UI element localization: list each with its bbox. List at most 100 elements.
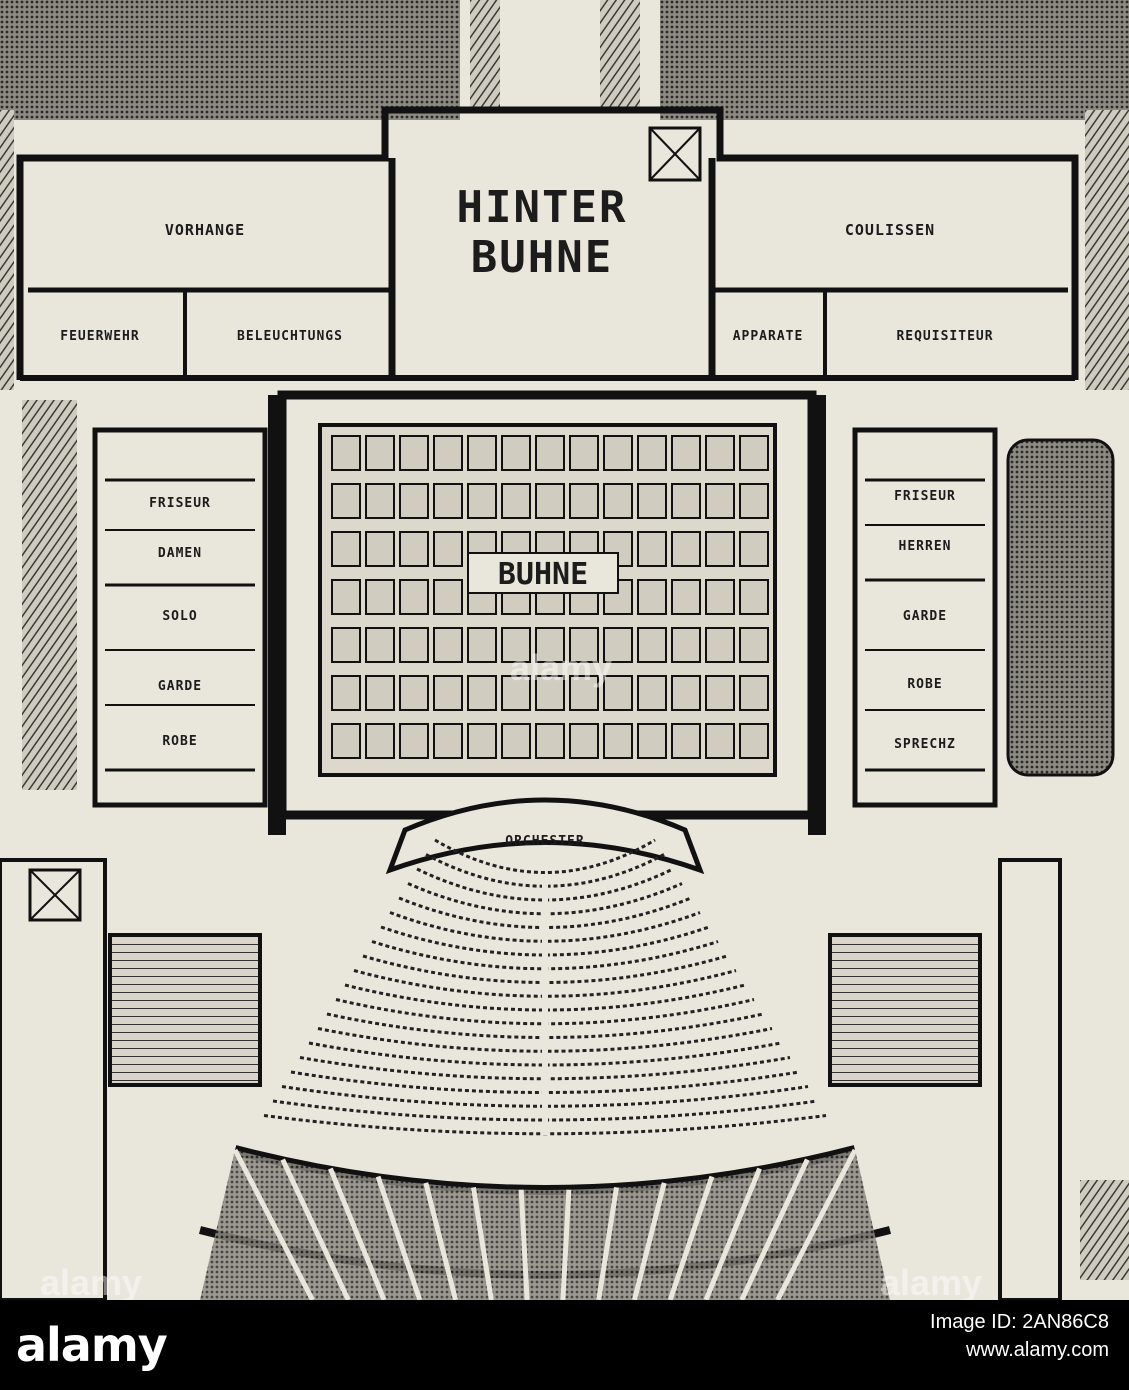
feuerwehr-label: FEUERWEHR bbox=[60, 329, 139, 344]
stage-trap-cell bbox=[705, 531, 735, 567]
loge-divider bbox=[560, 1189, 572, 1300]
loge-ring bbox=[198, 1145, 892, 1300]
seat-row bbox=[281, 1085, 809, 1108]
watermark-text: alamy bbox=[40, 1262, 142, 1300]
hinterbuhne-lift bbox=[648, 126, 702, 182]
left-stair-hall bbox=[108, 933, 262, 1087]
stage-trap-cell bbox=[705, 435, 735, 471]
stage-trap-cell bbox=[535, 483, 565, 519]
stage-trap-cell bbox=[569, 483, 599, 519]
stage-trap-cell bbox=[467, 435, 497, 471]
footer-bar: alamy Image ID: 2AN86C8 www.alamy.com bbox=[0, 1300, 1129, 1390]
orchestra-pit: ORCHESTER bbox=[385, 797, 705, 875]
stage-trap-cell bbox=[365, 483, 395, 519]
stage-trap-cell bbox=[569, 723, 599, 759]
stage-trap-cell bbox=[671, 579, 701, 615]
stage-trap-cell bbox=[535, 675, 565, 711]
stage-trap-cell bbox=[331, 723, 361, 759]
coulissen-label: COULISSEN bbox=[845, 221, 935, 239]
buhne-label: BUHNE bbox=[498, 557, 588, 592]
stage-trap-cell bbox=[399, 627, 429, 663]
stage-trap-cell bbox=[433, 531, 463, 567]
stage-trap-cell bbox=[467, 723, 497, 759]
seat-row bbox=[353, 969, 737, 998]
stage-trap-cell bbox=[603, 675, 633, 711]
stage-trap-cell bbox=[365, 435, 395, 471]
stage-trap-cell bbox=[637, 483, 667, 519]
stage-trap-cell bbox=[399, 531, 429, 567]
image-id: Image ID: 2AN86C8 bbox=[930, 1311, 1109, 1333]
left-dressing-rooms bbox=[92, 427, 268, 808]
stage-trap-cell bbox=[739, 531, 769, 567]
stage-trap-cell bbox=[331, 675, 361, 711]
top-garden-left bbox=[0, 0, 500, 120]
stage-trap-cell bbox=[535, 627, 565, 663]
stage-trap-cell bbox=[501, 675, 531, 711]
stage-trap-cell bbox=[739, 627, 769, 663]
left-room-1-label: FRISEUR bbox=[149, 496, 211, 511]
left-room-5-label: ROBE bbox=[162, 734, 197, 749]
stage-trap-cell bbox=[433, 723, 463, 759]
stage-trap-cell bbox=[433, 579, 463, 615]
seat-row bbox=[317, 1027, 773, 1053]
loge-divider bbox=[596, 1187, 620, 1300]
stage-trap-cell bbox=[739, 579, 769, 615]
right-stair-hall bbox=[828, 933, 982, 1087]
seat-row bbox=[272, 1099, 818, 1122]
stage-trap-cell bbox=[637, 675, 667, 711]
loge-divider bbox=[667, 1175, 715, 1300]
right-room-5-label: SPRECHZ bbox=[894, 737, 956, 752]
stage-trap-cell bbox=[433, 483, 463, 519]
stage-trap-cell bbox=[637, 579, 667, 615]
stage-trap-grid bbox=[331, 435, 769, 759]
stage-trap-cell bbox=[671, 627, 701, 663]
stage-trap-cell bbox=[739, 723, 769, 759]
stage-trap-cell bbox=[569, 675, 599, 711]
right-room-2-label: HERREN bbox=[899, 539, 952, 554]
stage-trap-cell bbox=[399, 483, 429, 519]
theatre-floor-plan: HINTER BUHNE VORHANGE COULISSEN FEUERWEH… bbox=[0, 0, 1129, 1300]
loge-divider bbox=[739, 1158, 810, 1300]
seat-row bbox=[416, 867, 674, 902]
loge-divider bbox=[703, 1167, 762, 1300]
right-room-3-label: GARDE bbox=[903, 609, 947, 624]
stage-trap-cell bbox=[603, 723, 633, 759]
stage-trap-cell bbox=[637, 627, 667, 663]
stage-trap-cell bbox=[399, 435, 429, 471]
loge-divider bbox=[470, 1187, 494, 1300]
stage-house-walls bbox=[16, 106, 1079, 381]
stage-trap-cell bbox=[331, 483, 361, 519]
right-dressing-rooms bbox=[852, 427, 998, 808]
loge-divider bbox=[280, 1158, 351, 1300]
watermark-text-right: alamy bbox=[880, 1262, 982, 1300]
right-room-1-label: FRISEUR bbox=[894, 489, 956, 504]
left-room-3-label: SOLO bbox=[162, 609, 197, 624]
stage-trap-cell bbox=[671, 483, 701, 519]
top-garden-right bbox=[600, 0, 1129, 120]
stage-trap-cell bbox=[433, 435, 463, 471]
stage-trap-cell bbox=[365, 627, 395, 663]
vorhange-label: VORHANGE bbox=[165, 221, 245, 239]
stage-trap-cell bbox=[671, 531, 701, 567]
watermark-text-center: alamy bbox=[510, 647, 612, 688]
left-corridor bbox=[22, 400, 77, 790]
stage-trap-cell bbox=[603, 483, 633, 519]
loge-divider bbox=[232, 1148, 315, 1300]
beleuchtungs-label: BELEUCHTUNGS bbox=[237, 329, 343, 344]
stage-trap-cell bbox=[501, 483, 531, 519]
stage-trap-cell bbox=[331, 627, 361, 663]
stage-trap-cell bbox=[569, 435, 599, 471]
loge-divider bbox=[775, 1148, 858, 1300]
stage-trap-cell bbox=[399, 723, 429, 759]
loge-divider bbox=[328, 1167, 387, 1300]
seat-row bbox=[308, 1041, 782, 1067]
stage-block: BUHNE bbox=[277, 390, 817, 820]
stage-trap-cell bbox=[365, 531, 395, 567]
loge-divider bbox=[632, 1182, 667, 1300]
requisiteur-label: REQUISITEUR bbox=[896, 329, 993, 344]
right-edge-wall bbox=[1085, 110, 1129, 390]
stage-trap-cell bbox=[331, 435, 361, 471]
stage-trap-cell bbox=[603, 627, 633, 663]
stage-trap-cell bbox=[705, 723, 735, 759]
stage-trap-cell bbox=[705, 483, 735, 519]
